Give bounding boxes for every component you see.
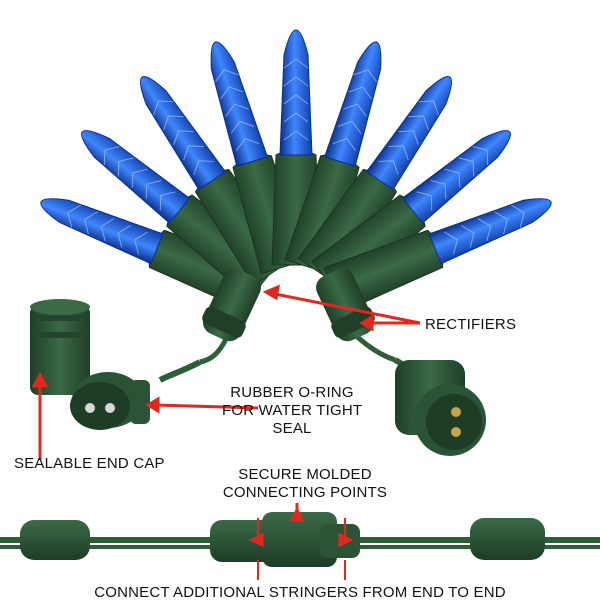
pin-icon bbox=[451, 407, 461, 417]
molded-line-1: SECURE MOLDED bbox=[238, 466, 372, 483]
molded-line-2: CONNECTING POINTS bbox=[222, 484, 388, 501]
o-ring-line-3: SEAL bbox=[272, 420, 312, 437]
pin-icon bbox=[85, 403, 95, 413]
end-cap-label: SEALABLE END CAP bbox=[14, 455, 165, 472]
end-cap bbox=[30, 299, 90, 395]
female-connector bbox=[393, 357, 486, 456]
rectifiers-label: RECTIFIERS bbox=[425, 316, 517, 333]
connect-label: CONNECT ADDITIONAL STRINGERS FROM END TO… bbox=[94, 584, 506, 601]
o-ring-label: RUBBER O-RING FOR WATER TIGHT SEAL bbox=[222, 384, 362, 438]
rectifier-left bbox=[202, 268, 261, 342]
molded-label: SECURE MOLDED CONNECTING POINTS bbox=[210, 466, 400, 502]
callout-arrows bbox=[31, 284, 421, 580]
bulb bbox=[284, 41, 382, 275]
connector-strip bbox=[0, 512, 600, 567]
o-ring-line-1: RUBBER O-RING bbox=[230, 384, 354, 401]
male-connector bbox=[70, 359, 202, 430]
pin-icon bbox=[105, 403, 115, 413]
o-ring-line-2: FOR WATER TIGHT bbox=[222, 402, 363, 419]
pin-icon bbox=[451, 427, 461, 437]
bulb-fan bbox=[40, 29, 552, 313]
